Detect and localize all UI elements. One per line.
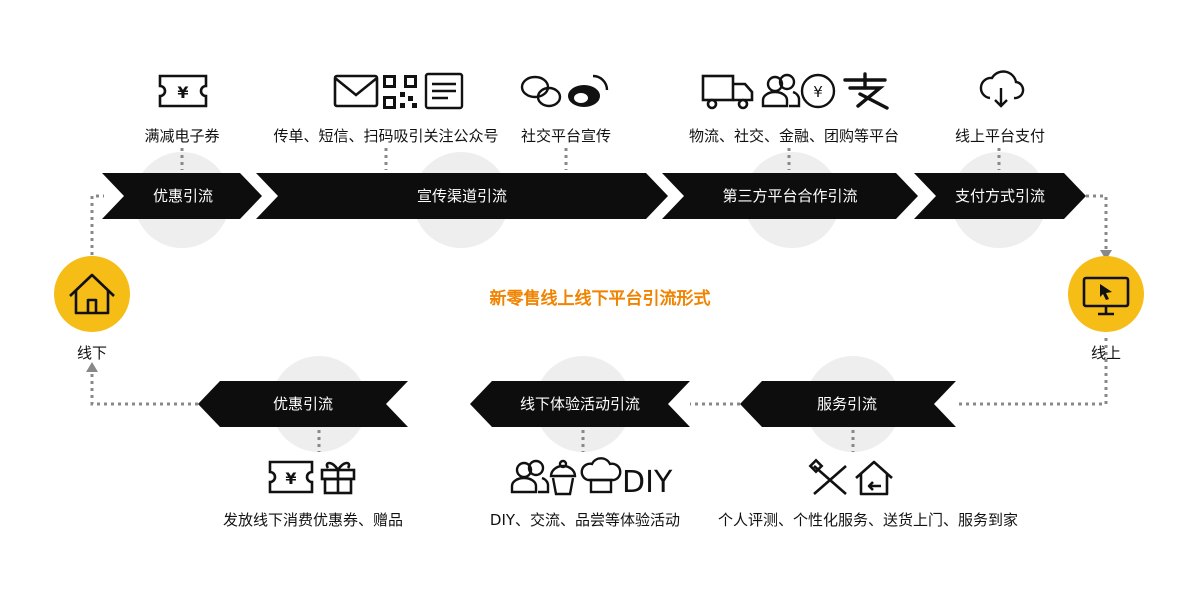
top-arrow-3-label: 第三方平台合作引流 <box>722 187 857 205</box>
top-caption-platforms: 物流、社交、金融、团购等平台 <box>688 127 899 145</box>
monitor-icon <box>1082 276 1130 316</box>
bottom-arrow-3-shape <box>198 381 408 427</box>
top-arrow-4-shape <box>914 173 1086 219</box>
bottom-caption-coupons: 发放线下消费优惠券、赠品 <box>222 511 403 529</box>
flow-line-left-bottom <box>90 372 198 406</box>
node-offline-label: 线下 <box>76 344 107 362</box>
node-online <box>1068 256 1144 332</box>
bottom-caption-experience: DIY、交流、品尝等体验活动 <box>489 511 681 529</box>
gift-icon <box>320 461 356 495</box>
top-arrow-4-label: 支付方式引流 <box>955 187 1045 205</box>
truck-icon <box>701 74 754 110</box>
tools-icon <box>808 458 847 495</box>
node-offline <box>54 256 130 332</box>
flow-line-left-up <box>90 194 104 262</box>
flow-line-right-bottom <box>956 338 1108 406</box>
coupon-icon: ¥ <box>268 460 314 494</box>
bottom-caption-service: 个人评测、个性化服务、送货上门、服务到家 <box>717 511 1018 529</box>
bottom-arrow-2-shape <box>470 381 690 427</box>
diy-icon-text: DIY <box>622 465 673 500</box>
top-caption-payment: 线上平台支付 <box>954 127 1045 145</box>
top-arrow-1-shape <box>102 173 262 219</box>
top-arrow-3-shape <box>662 173 918 219</box>
svg-text:¥: ¥ <box>813 83 823 101</box>
house-icon <box>69 273 115 315</box>
node-online-label: 线上 <box>1090 344 1121 362</box>
arrowhead-up <box>86 362 98 372</box>
flow-arrowheads <box>86 250 1112 372</box>
bottom-arrow-2-label: 线下体验活动引流 <box>520 395 640 413</box>
yen-icon: ¥ <box>800 73 836 109</box>
envelope-icon <box>333 74 379 108</box>
svg-text:¥: ¥ <box>177 83 188 102</box>
top-caption-social: 社交平台宣传 <box>520 127 611 145</box>
dotted-flow-lines <box>90 148 1108 452</box>
home-delivery-icon <box>855 460 893 496</box>
cloud-download-icon <box>979 70 1025 108</box>
diagram-title: 新零售线上线下平台引流形式 <box>489 289 711 309</box>
flow-line-right-down <box>1086 194 1108 250</box>
cupcake-icon <box>549 459 577 496</box>
top-arrow-2-label: 宣传渠道引流 <box>417 187 507 205</box>
top-arrow-2-shape <box>256 173 668 219</box>
coupon-icon: ¥ <box>158 74 208 108</box>
flyer-icon <box>424 72 464 110</box>
users-icon <box>761 73 801 108</box>
bottom-arrow-1-shape <box>740 381 956 427</box>
top-arrow-1-label: 优惠引流 <box>153 187 213 205</box>
chef-hat-icon <box>580 457 622 494</box>
bottom-arrow-3-label: 优惠引流 <box>273 395 333 413</box>
top-caption-promo: 传单、短信、扫码吸引关注公众号 <box>273 127 499 145</box>
weibo-icon <box>568 74 609 107</box>
alipay-icon <box>843 72 889 110</box>
arrowhead-down <box>1100 250 1112 260</box>
bottom-arrow-1-label: 服务引流 <box>817 395 877 413</box>
qrcode-icon <box>383 75 417 109</box>
svg-text:¥: ¥ <box>285 469 296 488</box>
top-caption-coupon: 满减电子券 <box>144 127 220 145</box>
wechat-icon <box>520 75 562 108</box>
users-icon <box>510 459 550 494</box>
